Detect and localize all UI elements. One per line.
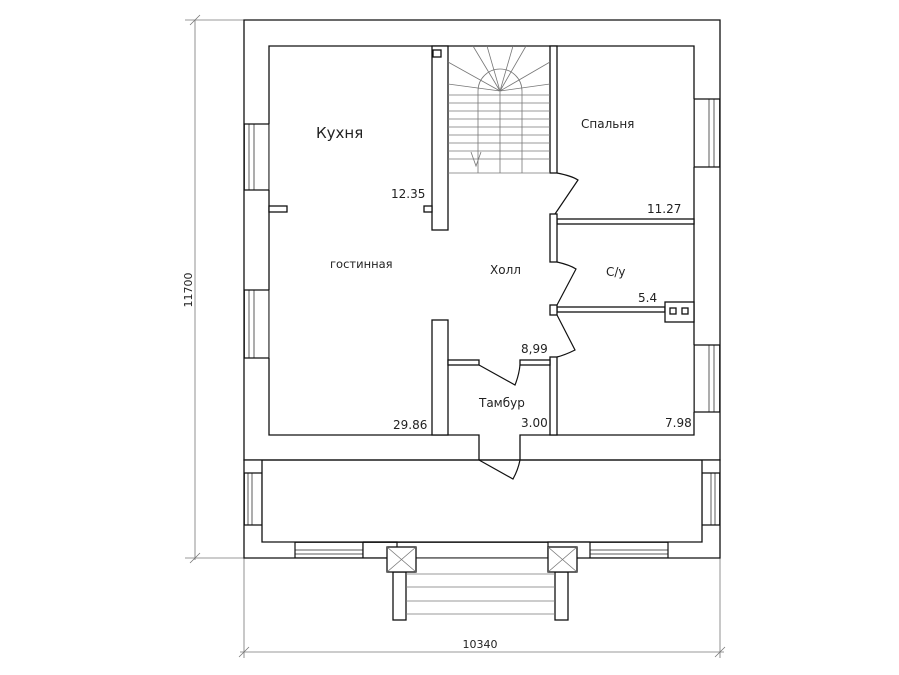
exterior-walls [243, 19, 721, 461]
room-label-bedroom: Спальня [581, 117, 634, 131]
room-label-bathroom: С/у [606, 265, 626, 279]
porch [386, 546, 578, 621]
room-label-vestibule: Тамбур [478, 396, 525, 410]
staircase [447, 45, 551, 174]
interior-walls [423, 45, 695, 436]
area-living: 29.86 [393, 418, 427, 432]
area-room-se: 7.98 [665, 416, 692, 430]
doors [478, 172, 579, 480]
area-bathroom: 5.4 [638, 291, 657, 305]
terrace [243, 459, 721, 559]
room-label-kitchen: Кухня [316, 124, 363, 142]
area-hall: 8,99 [521, 342, 548, 356]
column-right-icon [547, 546, 578, 573]
dimension-lines [185, 14, 726, 658]
column-left-icon [386, 546, 417, 573]
area-kitchen: 12.35 [391, 187, 425, 201]
room-label-living: гостинная [330, 257, 393, 271]
area-bedroom: 11.27 [647, 202, 681, 216]
height-dimension: 11700 [182, 273, 195, 308]
stair-direction-arrow-icon [470, 151, 482, 168]
area-vestibule: 3.00 [521, 416, 548, 430]
room-label-hall: Холл [490, 263, 521, 277]
width-dimension: 10340 [463, 638, 498, 651]
